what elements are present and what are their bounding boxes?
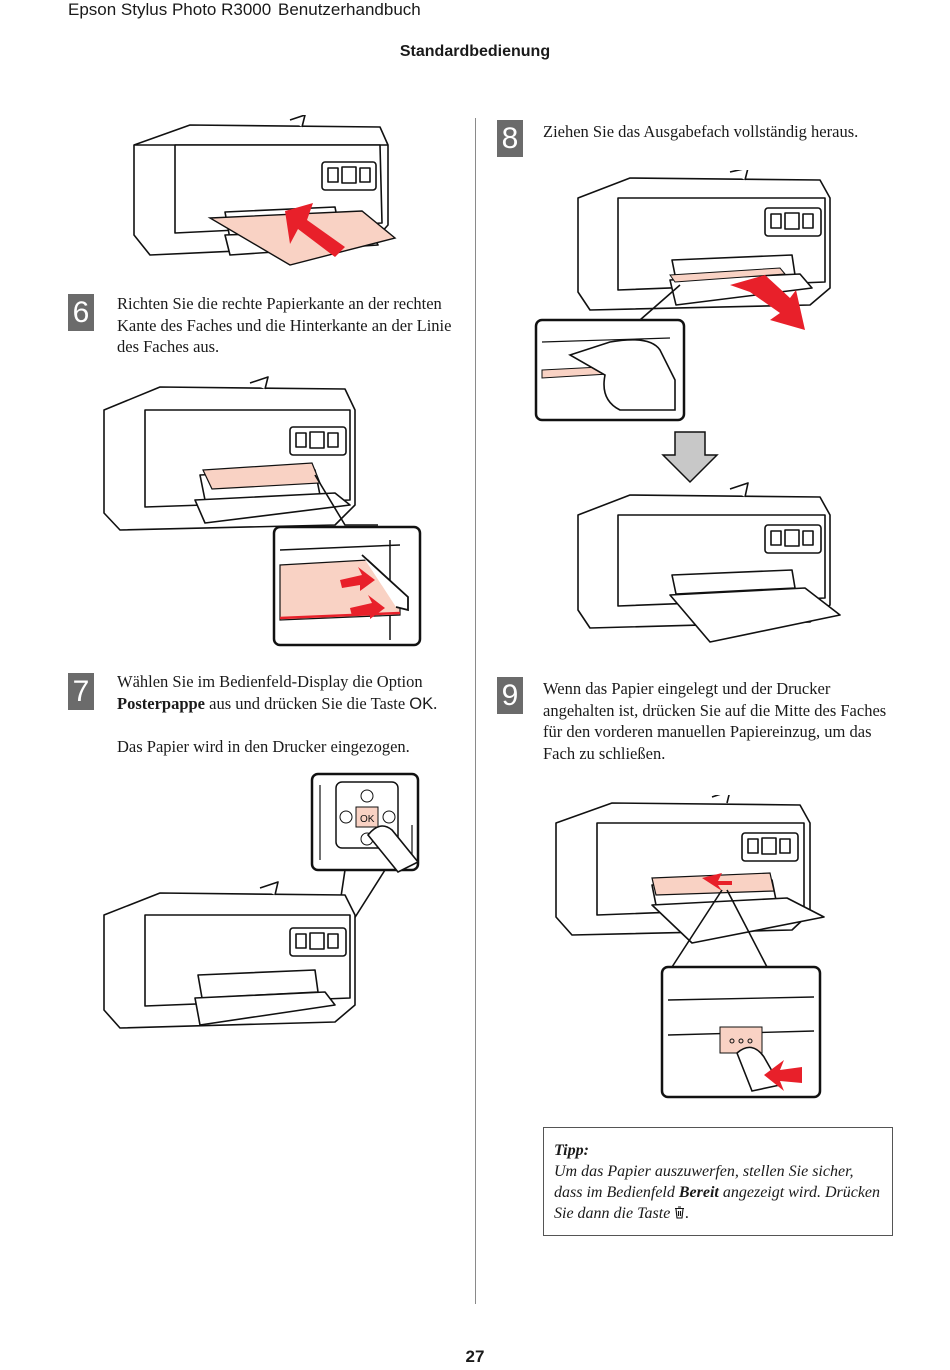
step-7-period: . [433, 693, 438, 713]
step-7-text: Wählen Sie im Bedienfeld-Display die Opt… [117, 671, 467, 758]
step-number-7: 7 [68, 673, 94, 710]
tip-title: Tipp: [554, 1142, 589, 1159]
tip-box: Tipp: Um das Papier auszuwerfen, stellen… [543, 1127, 893, 1236]
step-6-instruction: Richten Sie die rechte Papierkante an de… [117, 294, 452, 356]
step-number-6: 6 [68, 294, 94, 331]
tip-text-part: Um das Papier auszuwerfen, stellen Sie s… [554, 1163, 854, 1201]
step-9-text: Wenn das Papier eingelegt und der Drucke… [543, 678, 898, 764]
step-7-text-part: Wählen Sie im Bedienfeld-Display die Opt… [117, 672, 423, 691]
step-7-instruction: Wählen Sie im Bedienfeld-Display die Opt… [117, 671, 467, 715]
step-8-instruction: Ziehen Sie das Ausgabefach vollständig h… [543, 122, 859, 141]
step-number-8: 8 [497, 120, 523, 157]
ok-button-label: OK [409, 694, 434, 713]
printer-close-tray-illustration [555, 795, 825, 1099]
header-product-name: Epson Stylus Photo R3000 [68, 0, 272, 19]
step-7-note: Das Papier wird in den Drucker eingezoge… [117, 737, 410, 756]
tip-text-part: angezeigt wird. Drücken Sie dann die Tas… [554, 1184, 881, 1222]
step-6-text: Richten Sie die rechte Papierkante an de… [117, 293, 462, 358]
option-posterpappe: Posterpappe [117, 693, 205, 713]
step-number-9: 9 [497, 677, 523, 714]
step-8-text: Ziehen Sie das Ausgabefach vollständig h… [543, 121, 903, 143]
ok-key-label: OK [360, 814, 375, 825]
trash-icon [675, 1206, 685, 1219]
printer-paper-alignment-illustration [103, 376, 422, 647]
page-number: 27 [465, 1347, 485, 1366]
printer-ok-button-illustration: OK [103, 772, 420, 1029]
step-9-instruction: Wenn das Papier eingelegt und der Drucke… [543, 679, 887, 763]
section-title: Standardbedienung [399, 43, 551, 60]
tip-period: . [685, 1205, 690, 1222]
printer-output-tray-illustration [534, 170, 841, 643]
tip-text: Um das Papier auszuwerfen, stellen Sie s… [554, 1161, 882, 1224]
step-7-text-part: aus und drücken Sie die Taste [205, 693, 410, 713]
column-divider [475, 118, 476, 1304]
printer-insert-paper-illustration [133, 115, 397, 266]
tip-status-bereit: Bereit [678, 1184, 719, 1201]
header-document-title: Benutzerhandbuch [278, 0, 421, 19]
